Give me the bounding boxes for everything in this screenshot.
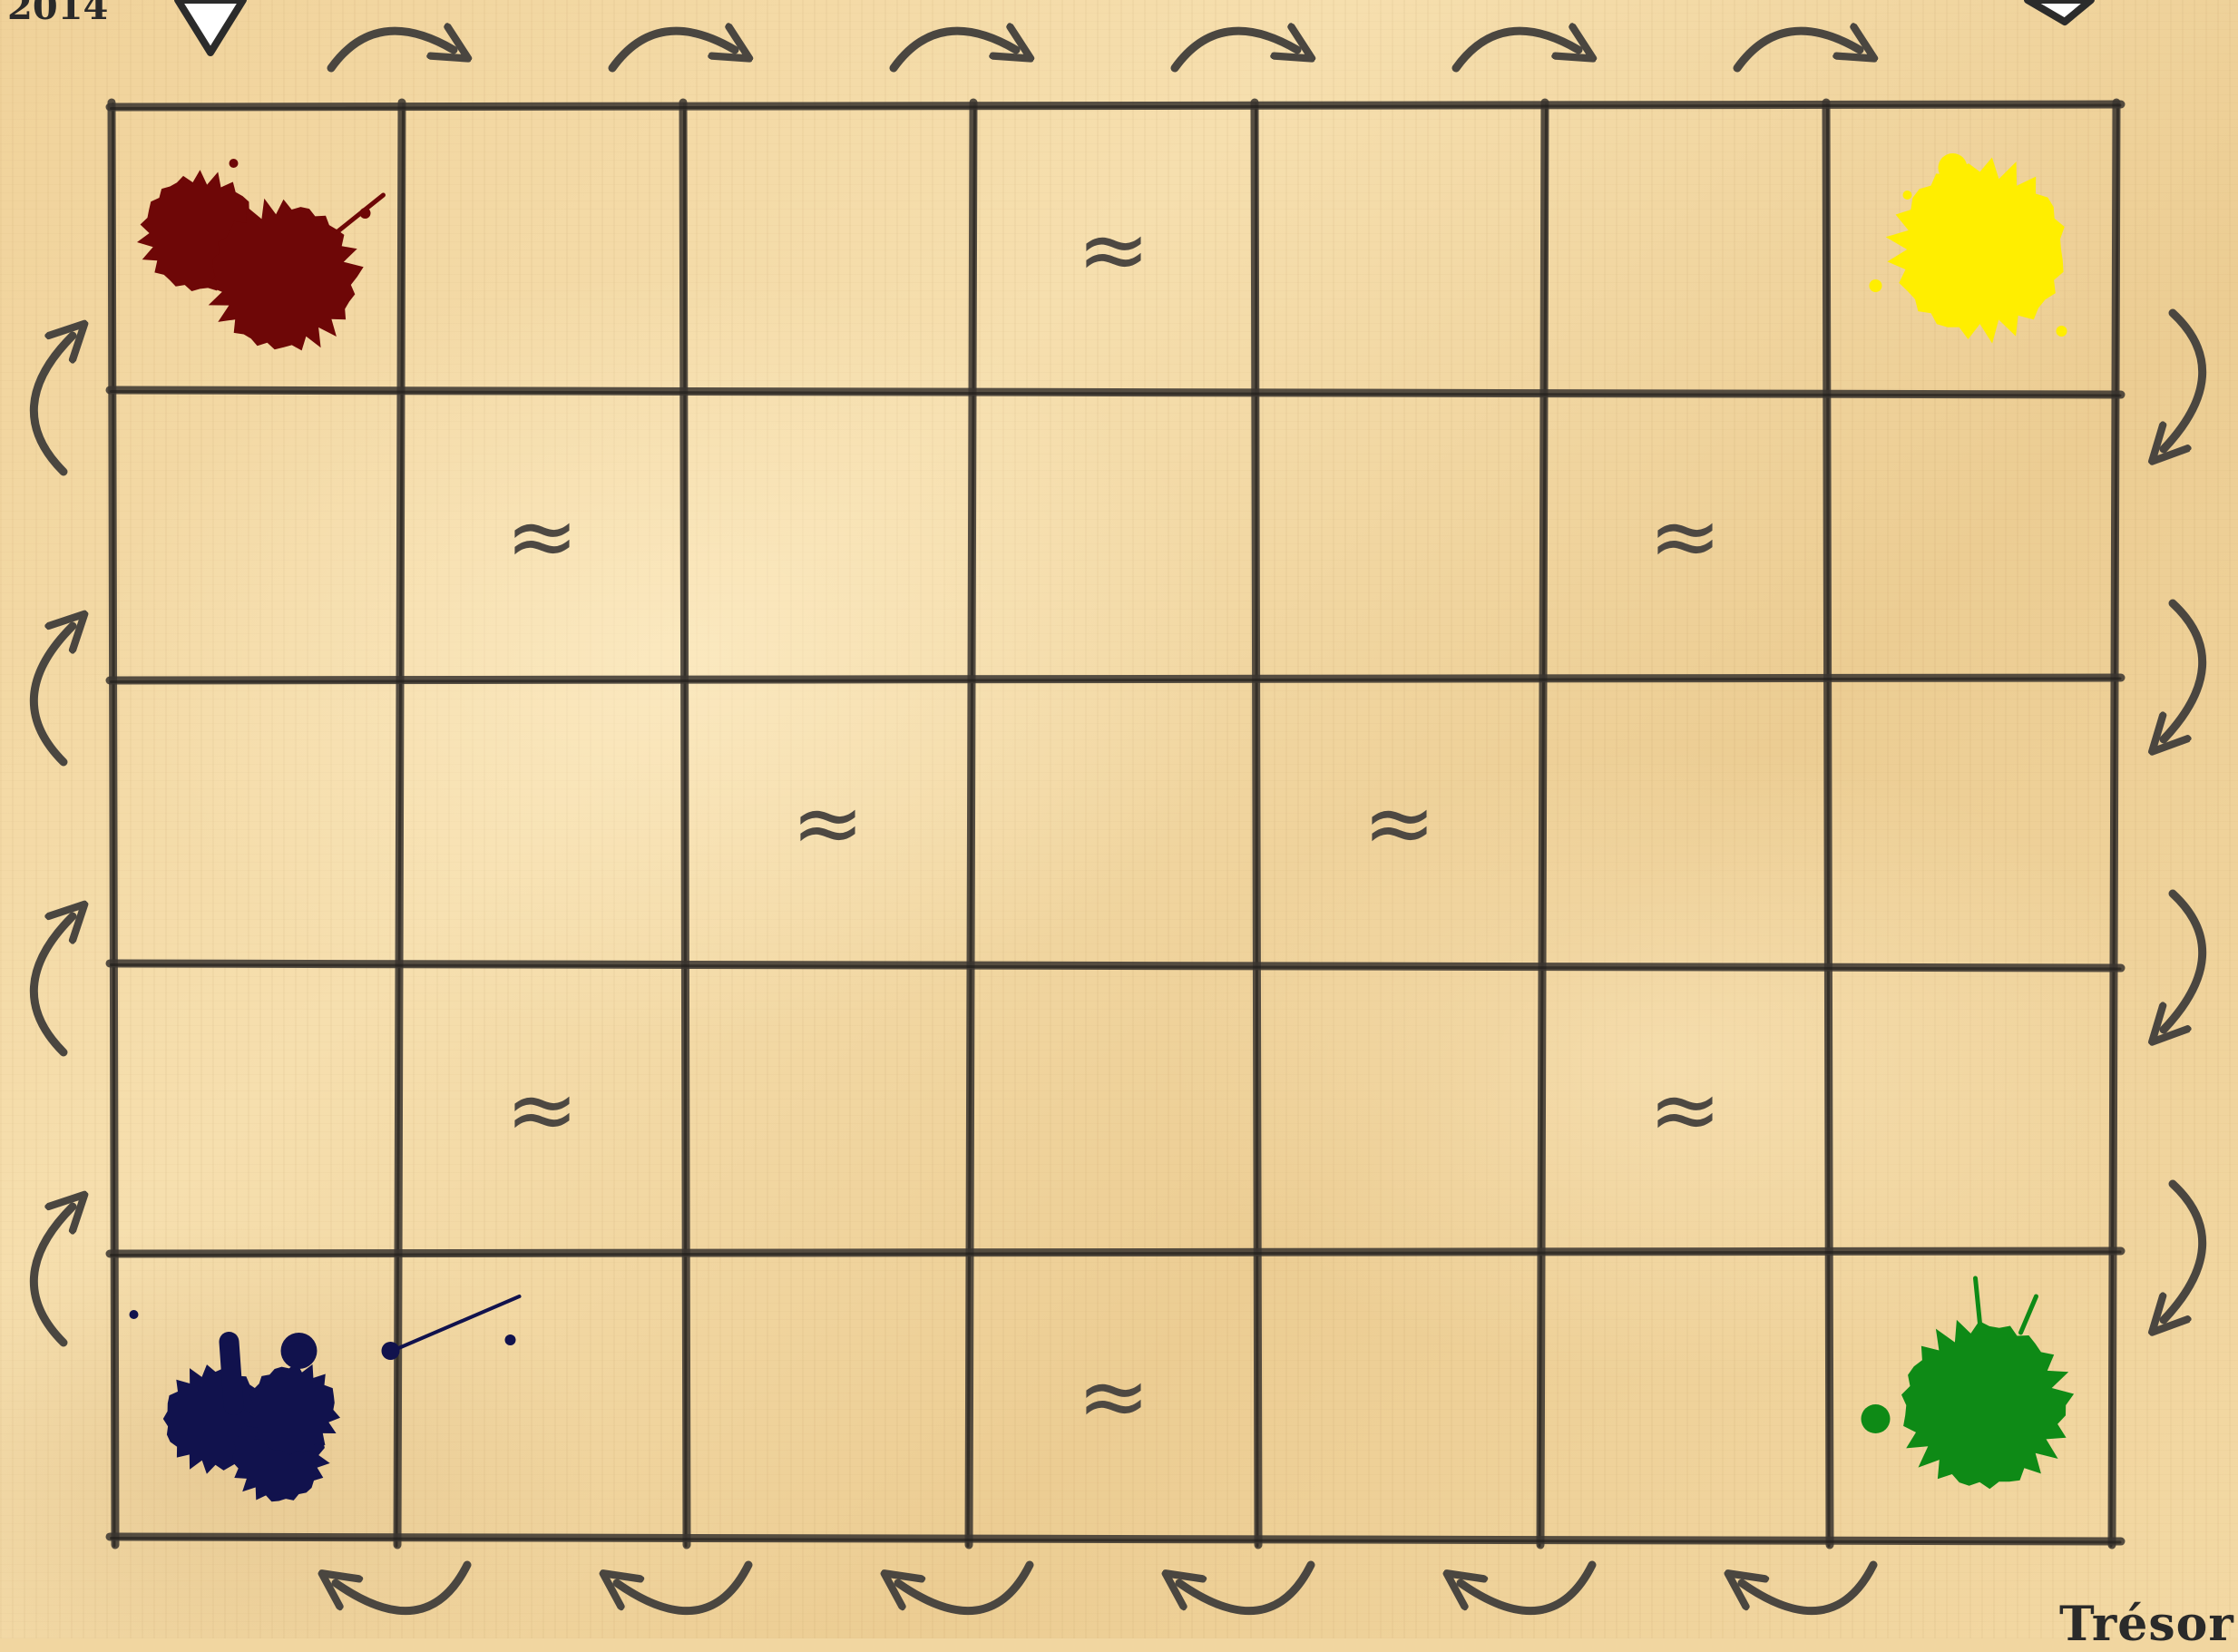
board-title: Trésor [2059, 1597, 2234, 1652]
arrow-bottom-icon [1179, 1565, 1311, 1611]
grid-line-vertical-0 [112, 103, 115, 1546]
player-corners [130, 153, 2075, 1501]
ink-splat-blue [130, 1296, 520, 1501]
water-icon: ≈ [1363, 772, 1435, 874]
grid-line-horizontal-2 [110, 678, 2121, 682]
arrow-bottom-icon [617, 1565, 748, 1611]
arrow-left-icon [34, 626, 73, 762]
grid-line-horizontal-1 [110, 390, 2121, 396]
grid-line-horizontal-3 [110, 963, 2121, 969]
arrow-right-icon [2164, 313, 2203, 449]
top-right-tab-icon [2028, 0, 2091, 22]
water-icon: ≈ [1648, 1059, 1721, 1160]
arrow-bottom-icon [1461, 1565, 1592, 1611]
ink-splat-red [137, 159, 384, 350]
arrow-right-icon [2164, 603, 2203, 739]
arrow-left-icon [34, 1207, 73, 1343]
arrow-left-icon [34, 916, 73, 1052]
grid-line-vertical-3 [968, 103, 975, 1546]
grid-line-vertical-4 [1255, 103, 1258, 1546]
water-icon: ≈ [505, 485, 578, 587]
arrow-top-icon [894, 31, 1016, 68]
arrow-right-icon [2164, 894, 2203, 1030]
arrow-top-icon [331, 31, 454, 68]
top-left-tab-icon [178, 0, 243, 53]
grid-line-vertical-1 [396, 103, 404, 1546]
grid-line-horizontal-4 [110, 1251, 2121, 1256]
ink-splat-yellow [1870, 153, 2067, 344]
arrow-top-icon [1456, 31, 1578, 68]
arrow-left-icon [34, 336, 73, 472]
water-icon: ≈ [1077, 1345, 1149, 1447]
water-icon: ≈ [505, 1059, 578, 1160]
water-icon: ≈ [1077, 199, 1149, 300]
year-label: 2014 [7, 0, 108, 28]
arrow-bottom-icon [336, 1565, 467, 1611]
arrow-bottom-icon [1742, 1565, 1873, 1611]
grid-line-vertical-7 [2111, 103, 2118, 1546]
arrow-top-icon [1737, 31, 1860, 68]
arrow-top-icon [1175, 31, 1297, 68]
grid-line-horizontal-0 [110, 104, 2121, 109]
arrow-bottom-icon [898, 1565, 1030, 1611]
water-icon: ≈ [1648, 485, 1721, 587]
grid-line-vertical-6 [1826, 103, 1830, 1546]
water-icon: ≈ [791, 772, 864, 874]
arrow-right-icon [2164, 1184, 2203, 1320]
arrow-top-icon [612, 31, 735, 68]
ink-splat-green [1862, 1278, 2075, 1489]
grid-line-vertical-2 [683, 103, 687, 1546]
grid-line-vertical-5 [1539, 103, 1547, 1546]
grid-line-horizontal-5 [110, 1537, 2121, 1542]
board-grid [110, 103, 2121, 1546]
